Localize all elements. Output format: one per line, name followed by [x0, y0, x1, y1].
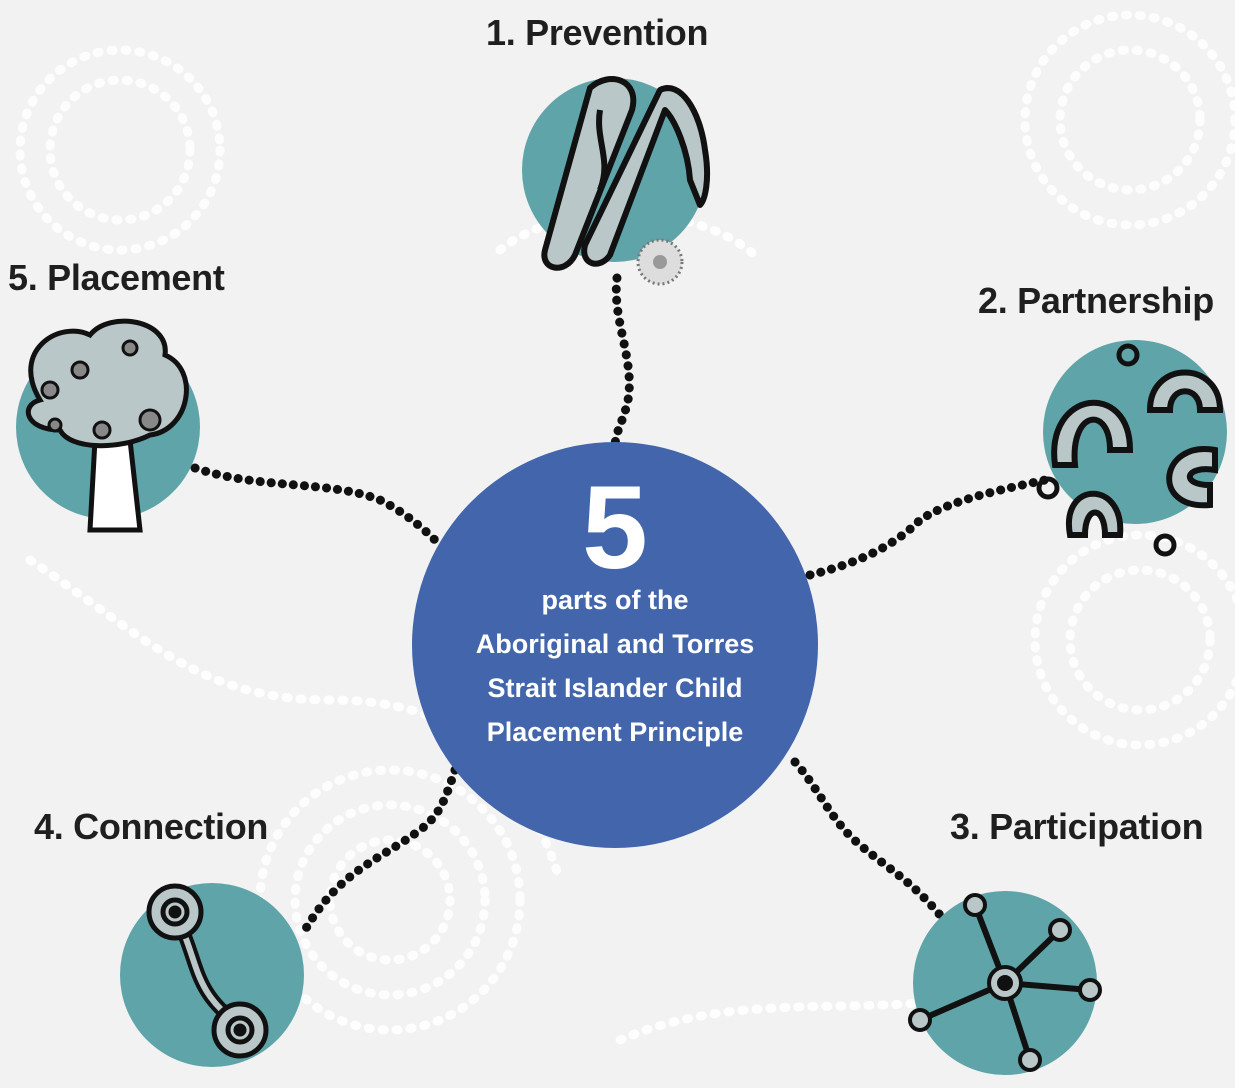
node-label-connection: 4. Connection	[34, 806, 269, 847]
connector-placement	[190, 463, 445, 550]
node-label-placement: 5. Placement	[8, 257, 225, 298]
connector-prevention	[610, 273, 634, 450]
center-line-1: parts of the	[541, 585, 689, 615]
small-ring-icon	[1036, 476, 1060, 500]
center-number: 5	[582, 462, 648, 594]
connector-partnership	[805, 475, 1050, 580]
center-line-4: Placement Principle	[486, 717, 744, 747]
prevention-node	[522, 76, 711, 286]
partnership-node	[1036, 340, 1227, 557]
connector-connection	[300, 765, 460, 935]
concentric-circles-icon	[908, 893, 1102, 1072]
small-ring-icon	[1116, 343, 1140, 367]
boomerang-icon	[541, 76, 711, 271]
placement-node	[16, 318, 200, 533]
center-line-3: Strait Islander Child	[487, 673, 743, 703]
node-label-partnership: 2. Partnership	[978, 280, 1214, 321]
connector-participation	[790, 757, 945, 920]
small-ring-icon	[1153, 533, 1177, 557]
center-text-block: 5 parts of the Aboriginal and Torres Str…	[410, 462, 820, 754]
seed-dots-icon	[40, 339, 162, 440]
meeting-symbols-icon	[1051, 369, 1224, 538]
connection-node	[120, 883, 304, 1067]
node-label-prevention: 1. Prevention	[486, 12, 709, 53]
dot-circle-center	[653, 255, 667, 269]
center-line-2: Aboriginal and Torres	[475, 629, 755, 659]
node-label-participation: 3. Participation	[950, 806, 1204, 847]
waterhole-icon	[146, 883, 269, 1059]
participation-node	[908, 891, 1102, 1075]
center-circle	[412, 442, 818, 848]
